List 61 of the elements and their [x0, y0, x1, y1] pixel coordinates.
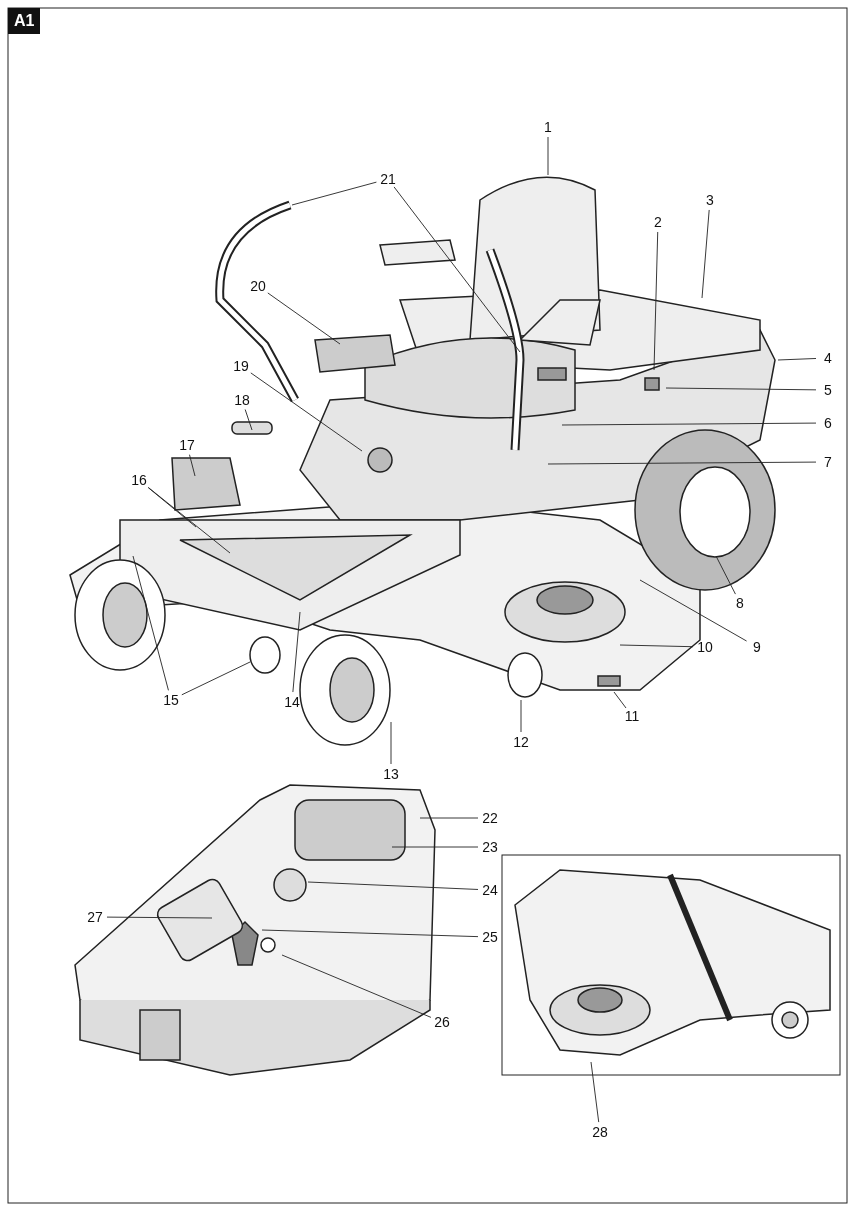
leader-line [244, 409, 253, 431]
callout-number: 23 [482, 839, 498, 855]
leader-line [250, 372, 363, 452]
callout-number: 1 [544, 119, 552, 135]
callout-number: 2 [654, 214, 662, 230]
callout-number: 8 [736, 595, 744, 611]
callout-number: 9 [753, 639, 761, 655]
leader-line [281, 954, 432, 1018]
leader-line [292, 611, 301, 693]
callout-number: 12 [513, 734, 529, 750]
callout-number: 11 [624, 708, 640, 724]
callout-number: 26 [434, 1014, 450, 1030]
callout-number: 13 [383, 766, 399, 782]
leader-line [653, 231, 659, 371]
figure-tag: A1 [8, 8, 41, 34]
callout-number: 3 [706, 192, 714, 208]
leader-line [181, 661, 251, 696]
callout-number: 14 [284, 694, 300, 710]
leader-line [307, 881, 479, 890]
callout-number: 7 [824, 454, 832, 470]
leader-line [132, 555, 169, 691]
callout-number: 21 [380, 171, 396, 187]
callout-number: 5 [824, 382, 832, 398]
callout-number: 28 [592, 1124, 608, 1140]
callout-number: 4 [824, 350, 832, 366]
callout-number: 20 [250, 278, 266, 294]
leader-line [561, 422, 817, 426]
leader-line [701, 209, 710, 299]
leader-line [291, 181, 377, 206]
leader-line [639, 579, 748, 642]
leader-line [147, 487, 197, 528]
leader-line [393, 186, 521, 353]
callout-number: 10 [697, 639, 713, 655]
leader-line [619, 644, 694, 648]
leader-line [590, 1061, 600, 1123]
leader-line [777, 358, 817, 361]
mower-deck-detail-drawing [514, 869, 831, 1056]
callout-number: 17 [179, 437, 195, 453]
callout-number: 19 [233, 358, 249, 374]
callout-number: 16 [131, 472, 147, 488]
callout-number: 15 [163, 692, 179, 708]
callout-number: 18 [234, 392, 250, 408]
leader-line [665, 387, 817, 391]
leader-line [391, 846, 479, 848]
leader-line [520, 699, 522, 733]
leader-line [547, 136, 549, 176]
callout-number: 22 [482, 810, 498, 826]
leader-line [613, 691, 627, 709]
callout-number: 6 [824, 415, 832, 431]
leader-line [419, 817, 479, 819]
callout-number: 25 [482, 929, 498, 945]
leader-line [261, 929, 479, 938]
leader-line [106, 916, 213, 919]
callout-number: 27 [87, 909, 103, 925]
leader-line [390, 721, 392, 765]
leader-line [147, 487, 231, 554]
leader-line [547, 461, 817, 465]
leader-line [267, 292, 341, 345]
leader-line [715, 555, 736, 595]
callout-number: 24 [482, 882, 498, 898]
leader-line [189, 454, 196, 477]
